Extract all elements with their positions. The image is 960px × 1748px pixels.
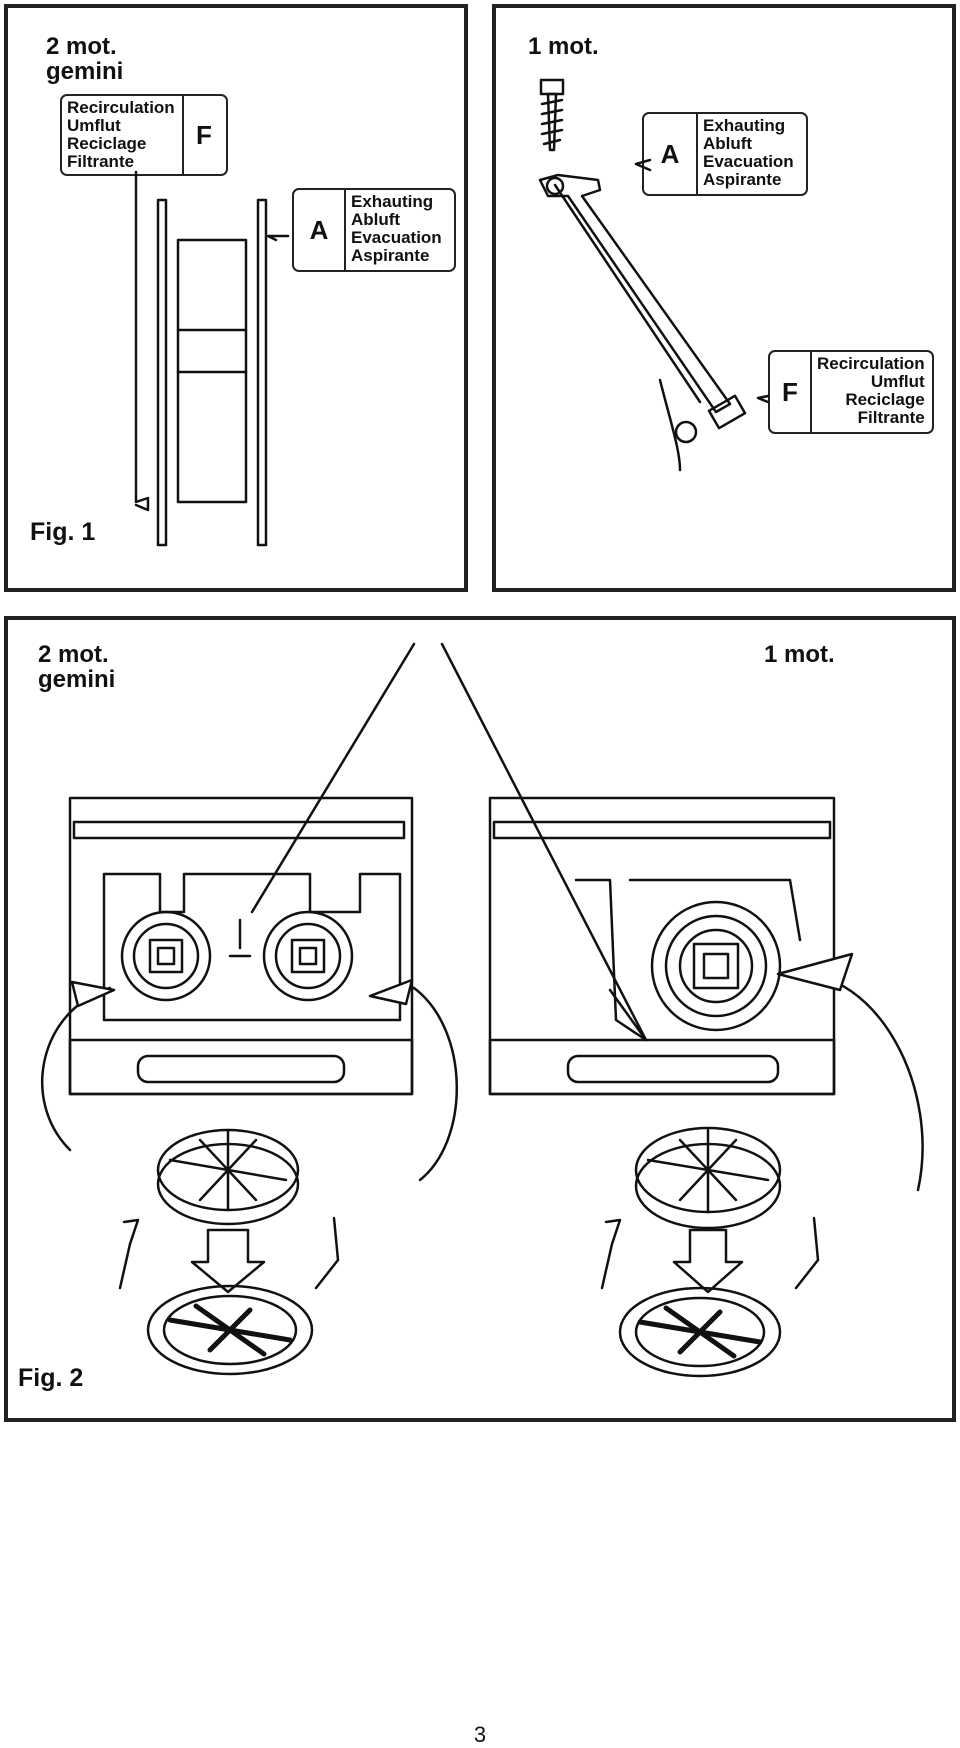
callout-words: Exhauting Abluft Evacuation Aspirante — [351, 192, 442, 265]
page-number: 3 — [473, 1722, 487, 1747]
callout-divider — [344, 190, 346, 270]
callout-recirculation-right: F Recirculation Umflut Reciclage Filtran… — [768, 350, 934, 434]
fig2-right-motor-label: 1 mot. — [764, 641, 835, 668]
fig1-caption: Fig. 1 — [30, 518, 96, 546]
fig2-caption: Fig. 2 — [18, 1364, 84, 1392]
callout-letter-f: F — [196, 119, 212, 150]
fig2-left-motor-label: 2 mot. gemini — [38, 641, 116, 694]
hood-one-motor — [488, 796, 836, 1096]
fig1-left-motor-label: 2 mot. gemini — [46, 33, 124, 86]
callout-words: Recirculation Umflut Reciclage Filtrante — [817, 354, 925, 427]
callout-words: Exhauting Abluft Evacuation Aspirante — [703, 116, 794, 189]
filter-right — [600, 1126, 820, 1378]
hood-side-profile — [134, 170, 290, 547]
callout-letter-a: A — [309, 214, 329, 245]
hood-two-motors — [68, 642, 648, 1096]
callout-recirculation-left: Recirculation Umflut Reciclage Filtrante… — [60, 94, 228, 176]
callout-divider — [696, 114, 698, 194]
fig1-right-motor-label: 1 mot. — [528, 33, 599, 60]
callout-letter-a: A — [660, 138, 680, 169]
callout-letter-f: F — [782, 376, 798, 407]
callout-words: Recirculation Umflut Reciclage Filtrante — [67, 98, 175, 171]
callout-divider — [810, 352, 812, 432]
callout-exhausting-right: A Exhauting Abluft Evacuation Aspirante — [642, 112, 808, 196]
screw-and-bracket — [538, 78, 770, 472]
filter-left — [118, 1128, 340, 1376]
fig1-left-panel: 2 mot. gemini Recirculation Umflut Recic… — [4, 4, 468, 592]
callout-divider — [182, 96, 184, 174]
rotation-arrows — [40, 952, 924, 1192]
callout-exhausting-left: A Exhauting Abluft Evacuation Aspirante — [292, 188, 456, 272]
fig1-right-panel: 1 mot. A Exhauting Abluft Evacuation Asp… — [492, 4, 956, 592]
